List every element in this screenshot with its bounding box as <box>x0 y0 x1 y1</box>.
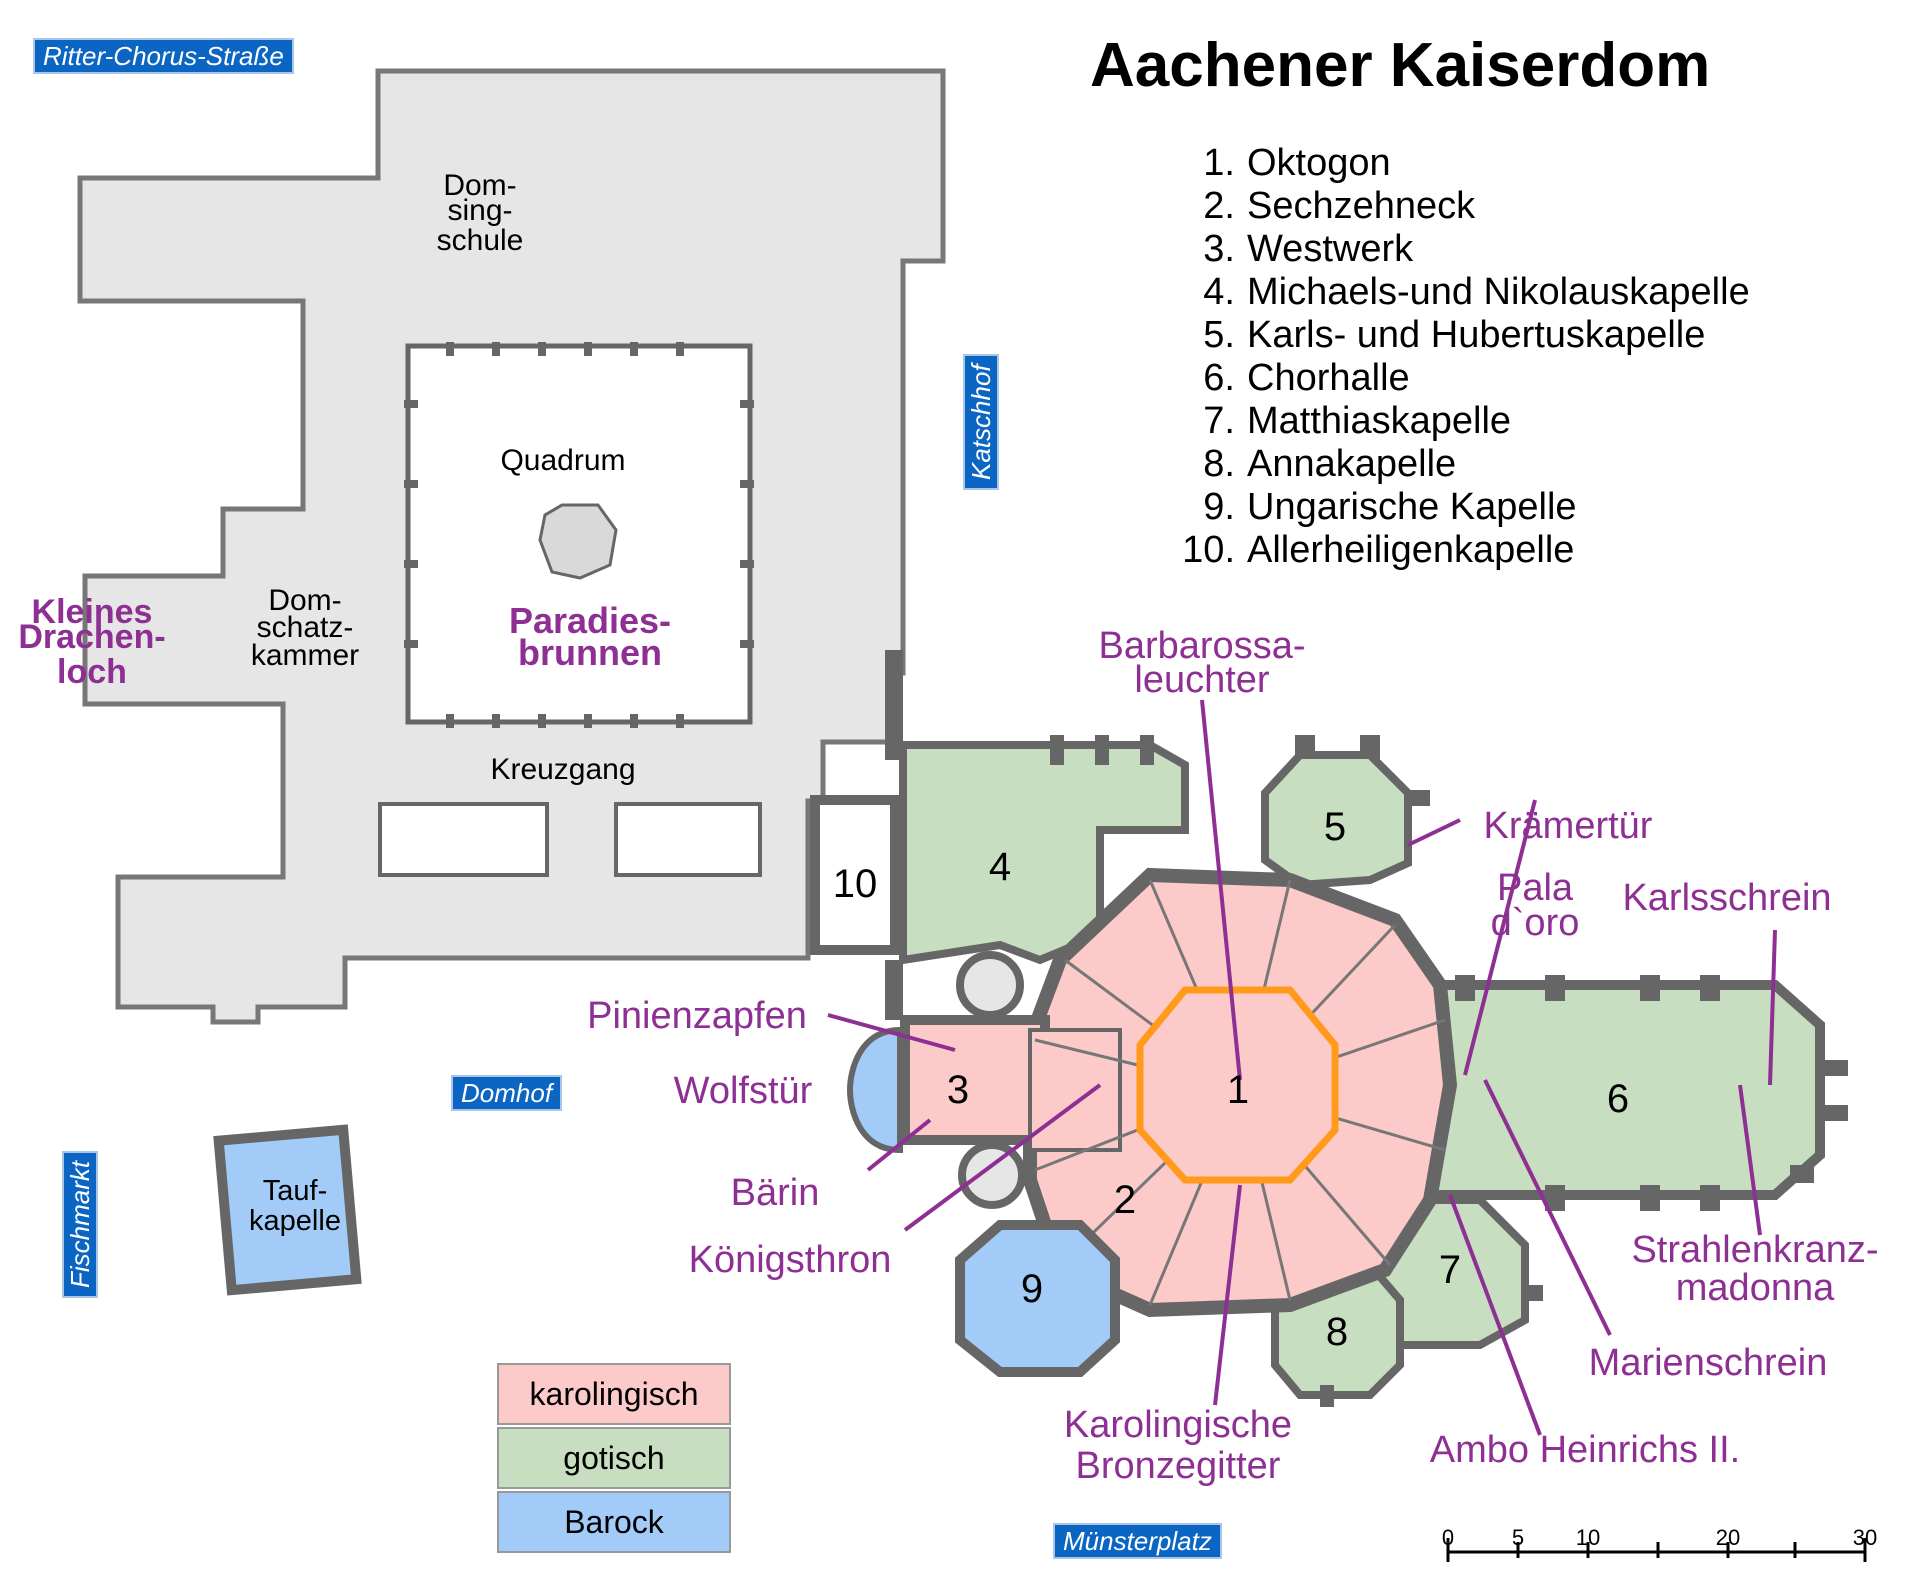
street-domhof: Domhof <box>451 1075 563 1111</box>
allerheiligenkapelle <box>810 795 900 955</box>
pinienzapfen-label: Pinienzapfen <box>587 995 807 1037</box>
legend-item: 5.Karls- und Hubertuskapelle <box>1203 314 1706 356</box>
key-gotisch: gotisch <box>497 1427 731 1489</box>
buttresses <box>1050 735 1848 1407</box>
michaelskapelle <box>899 741 1189 965</box>
strahlenkranzmadonna-line-2: madonna <box>1676 1267 1835 1309</box>
legend-item: 6.Chorhalle <box>1203 357 1410 399</box>
key-barock: Barock <box>497 1491 731 1553</box>
paradiesbrunnen-line-1: Paradies- <box>509 600 671 641</box>
wolfstuer-label: Wolfstür <box>674 1070 813 1112</box>
barbarossaleuchter-line-2: leuchter <box>1134 659 1270 701</box>
number-2: 2 <box>1114 1178 1136 1222</box>
scale-tick-20: 20 <box>1716 1525 1740 1550</box>
legend-item: 2.Sechzehneck <box>1203 185 1476 227</box>
oktogon <box>1136 986 1339 1184</box>
kleines-drachenloch-line-1: Kleines <box>32 593 153 631</box>
domsingschule-line-1: Dom- <box>443 169 516 202</box>
taufkapelle <box>213 1124 362 1296</box>
stair-tower-north <box>956 951 1024 1019</box>
number-9: 9 <box>1021 1267 1043 1311</box>
domsingschule-line-2: sing- <box>447 194 512 227</box>
baerin-label: Bärin <box>731 1172 820 1214</box>
pala-doro-line-1: Pala <box>1497 867 1574 909</box>
karlsschrein-label: Karlsschrein <box>1622 877 1831 919</box>
number-5: 5 <box>1324 805 1346 849</box>
number-1: 1 <box>1227 1068 1249 1112</box>
kreuzgang-room-left <box>378 802 549 877</box>
barbarossaleuchter-line-1: Barbarossa- <box>1099 625 1306 667</box>
number-6: 6 <box>1607 1077 1629 1121</box>
number-7: 7 <box>1439 1248 1461 1292</box>
domsingschule-line-3: schule <box>437 224 524 257</box>
legend-item: 7.Matthiaskapelle <box>1203 400 1512 442</box>
scale-tick-10: 10 <box>1576 1525 1600 1550</box>
street-muensterplatz: Münsterplatz <box>1053 1523 1222 1559</box>
quadrum-label: Quadrum <box>500 444 625 477</box>
koenigsthron-label: Königsthron <box>689 1239 892 1281</box>
taufkapelle-line-2: kapelle <box>249 1205 341 1237</box>
domschatzkammer-line-2: schatz- <box>257 611 354 644</box>
number-8: 8 <box>1326 1310 1348 1354</box>
paradiesbrunnen-line-2: brunnen <box>518 632 662 673</box>
karolingische-bronzegitter-line-2: Bronzegitter <box>1076 1445 1281 1487</box>
westwerk <box>900 1015 1050 1145</box>
scale-tick-0: 0 <box>1442 1525 1454 1550</box>
courtyard-piers <box>404 342 754 728</box>
scale-bar <box>1446 1538 1867 1562</box>
legend-item: 4.Michaels-und Nikolauskapelle <box>1203 271 1750 313</box>
domschatzkammer-line-1: Dom- <box>268 584 341 617</box>
legend-item: 10.Allerheiligenkapelle <box>1182 529 1575 571</box>
kraemertuer-label: Krämertür <box>1484 805 1653 847</box>
kleines-drachenloch-line-2: Drachen- <box>18 618 165 656</box>
legend-item: 1.Oktogon <box>1203 142 1391 184</box>
number-10: 10 <box>833 862 878 906</box>
westwerk-portico <box>846 1026 903 1154</box>
karolingische-bronzegitter-line-1: Karolingische <box>1064 1404 1292 1446</box>
kreuzgang-label: Kreuzgang <box>490 753 635 786</box>
number-4: 4 <box>989 845 1011 889</box>
marienschrein-label: Marienschrein <box>1589 1342 1828 1384</box>
street-fischmarkt: Fischmarkt <box>62 1150 98 1298</box>
map-title: Aachener Kaiserdom <box>1090 31 1711 100</box>
legend-item: 9.Ungarische Kapelle <box>1203 486 1577 528</box>
ungarische-kapelle <box>955 1220 1120 1377</box>
legend-item: 8.Annakapelle <box>1203 443 1457 485</box>
street-katschhof: Katschhof <box>963 354 999 490</box>
number-3: 3 <box>947 1068 969 1112</box>
pala-doro-line-2: d`oro <box>1491 902 1580 944</box>
stair-tower-south <box>958 1141 1026 1209</box>
numbered-legend: 1.Oktogon 2.Sechzehneck 3.Westwerk 4.Mic… <box>1175 142 1750 572</box>
legend-item: 3.Westwerk <box>1203 228 1414 270</box>
street-ritter-chorus: Ritter-Chorus-Straße <box>33 38 294 74</box>
key-karolingisch: karolingisch <box>497 1363 731 1425</box>
annotation-lines <box>827 699 1777 1436</box>
scale-tick-5: 5 <box>1512 1525 1524 1550</box>
ambo-label: Ambo Heinrichs II. <box>1430 1429 1740 1471</box>
domschatzkammer-line-3: kammer <box>251 639 359 672</box>
taufkapelle-line-1: Tauf- <box>263 1175 327 1207</box>
karlskapelle <box>1261 751 1412 890</box>
kleines-drachenloch-line-3: loch <box>57 653 127 691</box>
paradiesbrunnen-fountain <box>538 503 618 580</box>
scale-tick-30: 30 <box>1853 1525 1877 1550</box>
strahlenkranzmadonna-line-1: Strahlenkranz- <box>1631 1229 1878 1271</box>
kreuzgang-room-right <box>614 802 762 877</box>
